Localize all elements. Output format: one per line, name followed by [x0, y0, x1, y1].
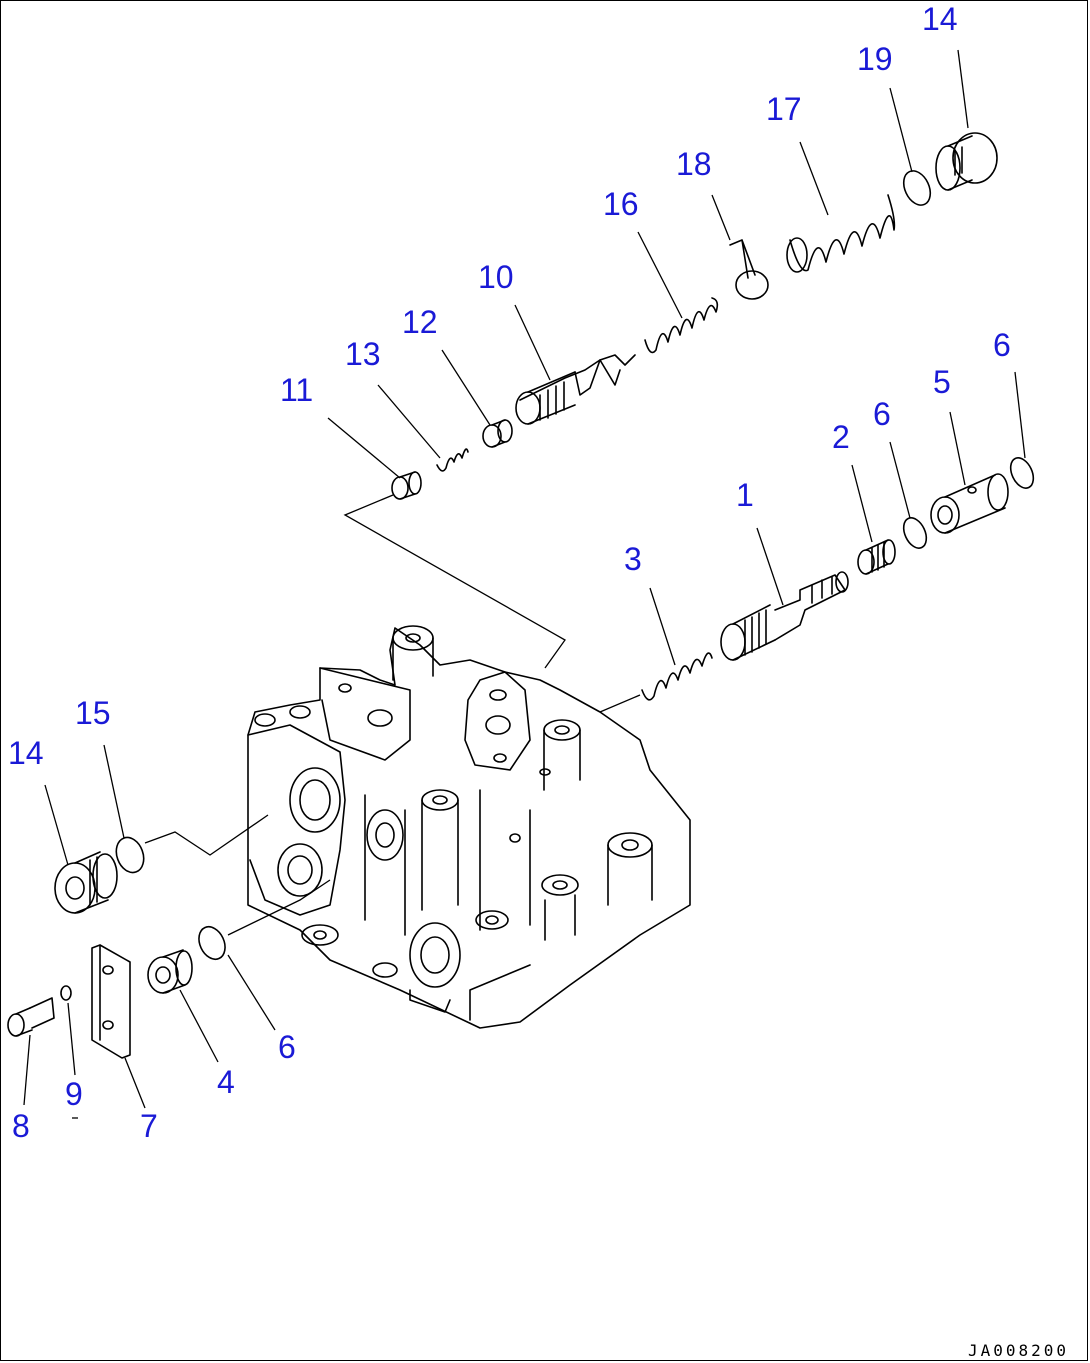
drawing-code: JA008200 — [968, 1341, 1069, 1360]
callout-10: 10 — [478, 259, 514, 295]
part-6-o-ring-right — [1009, 457, 1035, 489]
part-18-pin — [729, 239, 769, 300]
callout-18: 18 — [676, 146, 712, 182]
callout-7: 7 — [140, 1108, 158, 1144]
part-3-spring — [641, 652, 713, 701]
part-10-spool — [515, 354, 636, 425]
part-6-o-ring-middle — [902, 517, 928, 549]
guide-line-left — [144, 814, 269, 856]
part-1-spool — [720, 571, 849, 661]
part-14-plug-left — [54, 851, 118, 914]
callout-6-left: 6 — [278, 1029, 296, 1065]
part-4-plug — [147, 949, 193, 994]
callout-2: 2 — [832, 419, 850, 455]
callout-1: 1 — [736, 477, 754, 513]
callout-14-left: 14 — [8, 735, 44, 771]
valve-body — [247, 625, 691, 1029]
callout-9: 9 — [65, 1076, 83, 1112]
part-2-plunger — [857, 539, 896, 575]
part-9-washer — [60, 985, 72, 1001]
callout-16: 16 — [603, 186, 639, 222]
part-11-plug — [391, 471, 422, 500]
part-13-spring — [436, 448, 469, 472]
callout-15: 15 — [75, 695, 111, 731]
callout-12: 12 — [402, 304, 438, 340]
callout-numbers: 14 19 17 18 16 10 12 13 11 6 5 6 2 1 3 1… — [8, 1, 1011, 1144]
part-19-o-ring-top — [902, 170, 932, 206]
part-5-plug — [930, 473, 1009, 534]
callout-17: 17 — [766, 91, 802, 127]
callout-19: 19 — [857, 41, 893, 77]
callout-8: 8 — [12, 1108, 30, 1144]
part-16-spring — [644, 297, 719, 354]
callout-13: 13 — [345, 336, 381, 372]
guide-line-upper — [343, 494, 566, 669]
callout-6-middle: 6 — [873, 396, 891, 432]
callout-4: 4 — [217, 1064, 235, 1100]
leader-lines — [23, 49, 1026, 1109]
callout-11: 11 — [280, 372, 313, 408]
callout-3: 3 — [624, 541, 642, 577]
callout-6-right: 6 — [993, 327, 1011, 363]
callout-5: 5 — [933, 364, 951, 400]
guide-line-lower — [599, 694, 641, 713]
part-8-bolt — [7, 997, 55, 1037]
part-7-plate — [91, 944, 131, 1059]
part-15-o-ring — [115, 836, 145, 874]
part-14-plug-top — [935, 132, 998, 191]
guide-line-bottom — [227, 879, 331, 936]
part-17-spring — [786, 194, 896, 273]
part-12-piston — [482, 419, 513, 448]
callout-14-top: 14 — [922, 1, 958, 37]
part-6-o-ring-left — [198, 925, 226, 961]
